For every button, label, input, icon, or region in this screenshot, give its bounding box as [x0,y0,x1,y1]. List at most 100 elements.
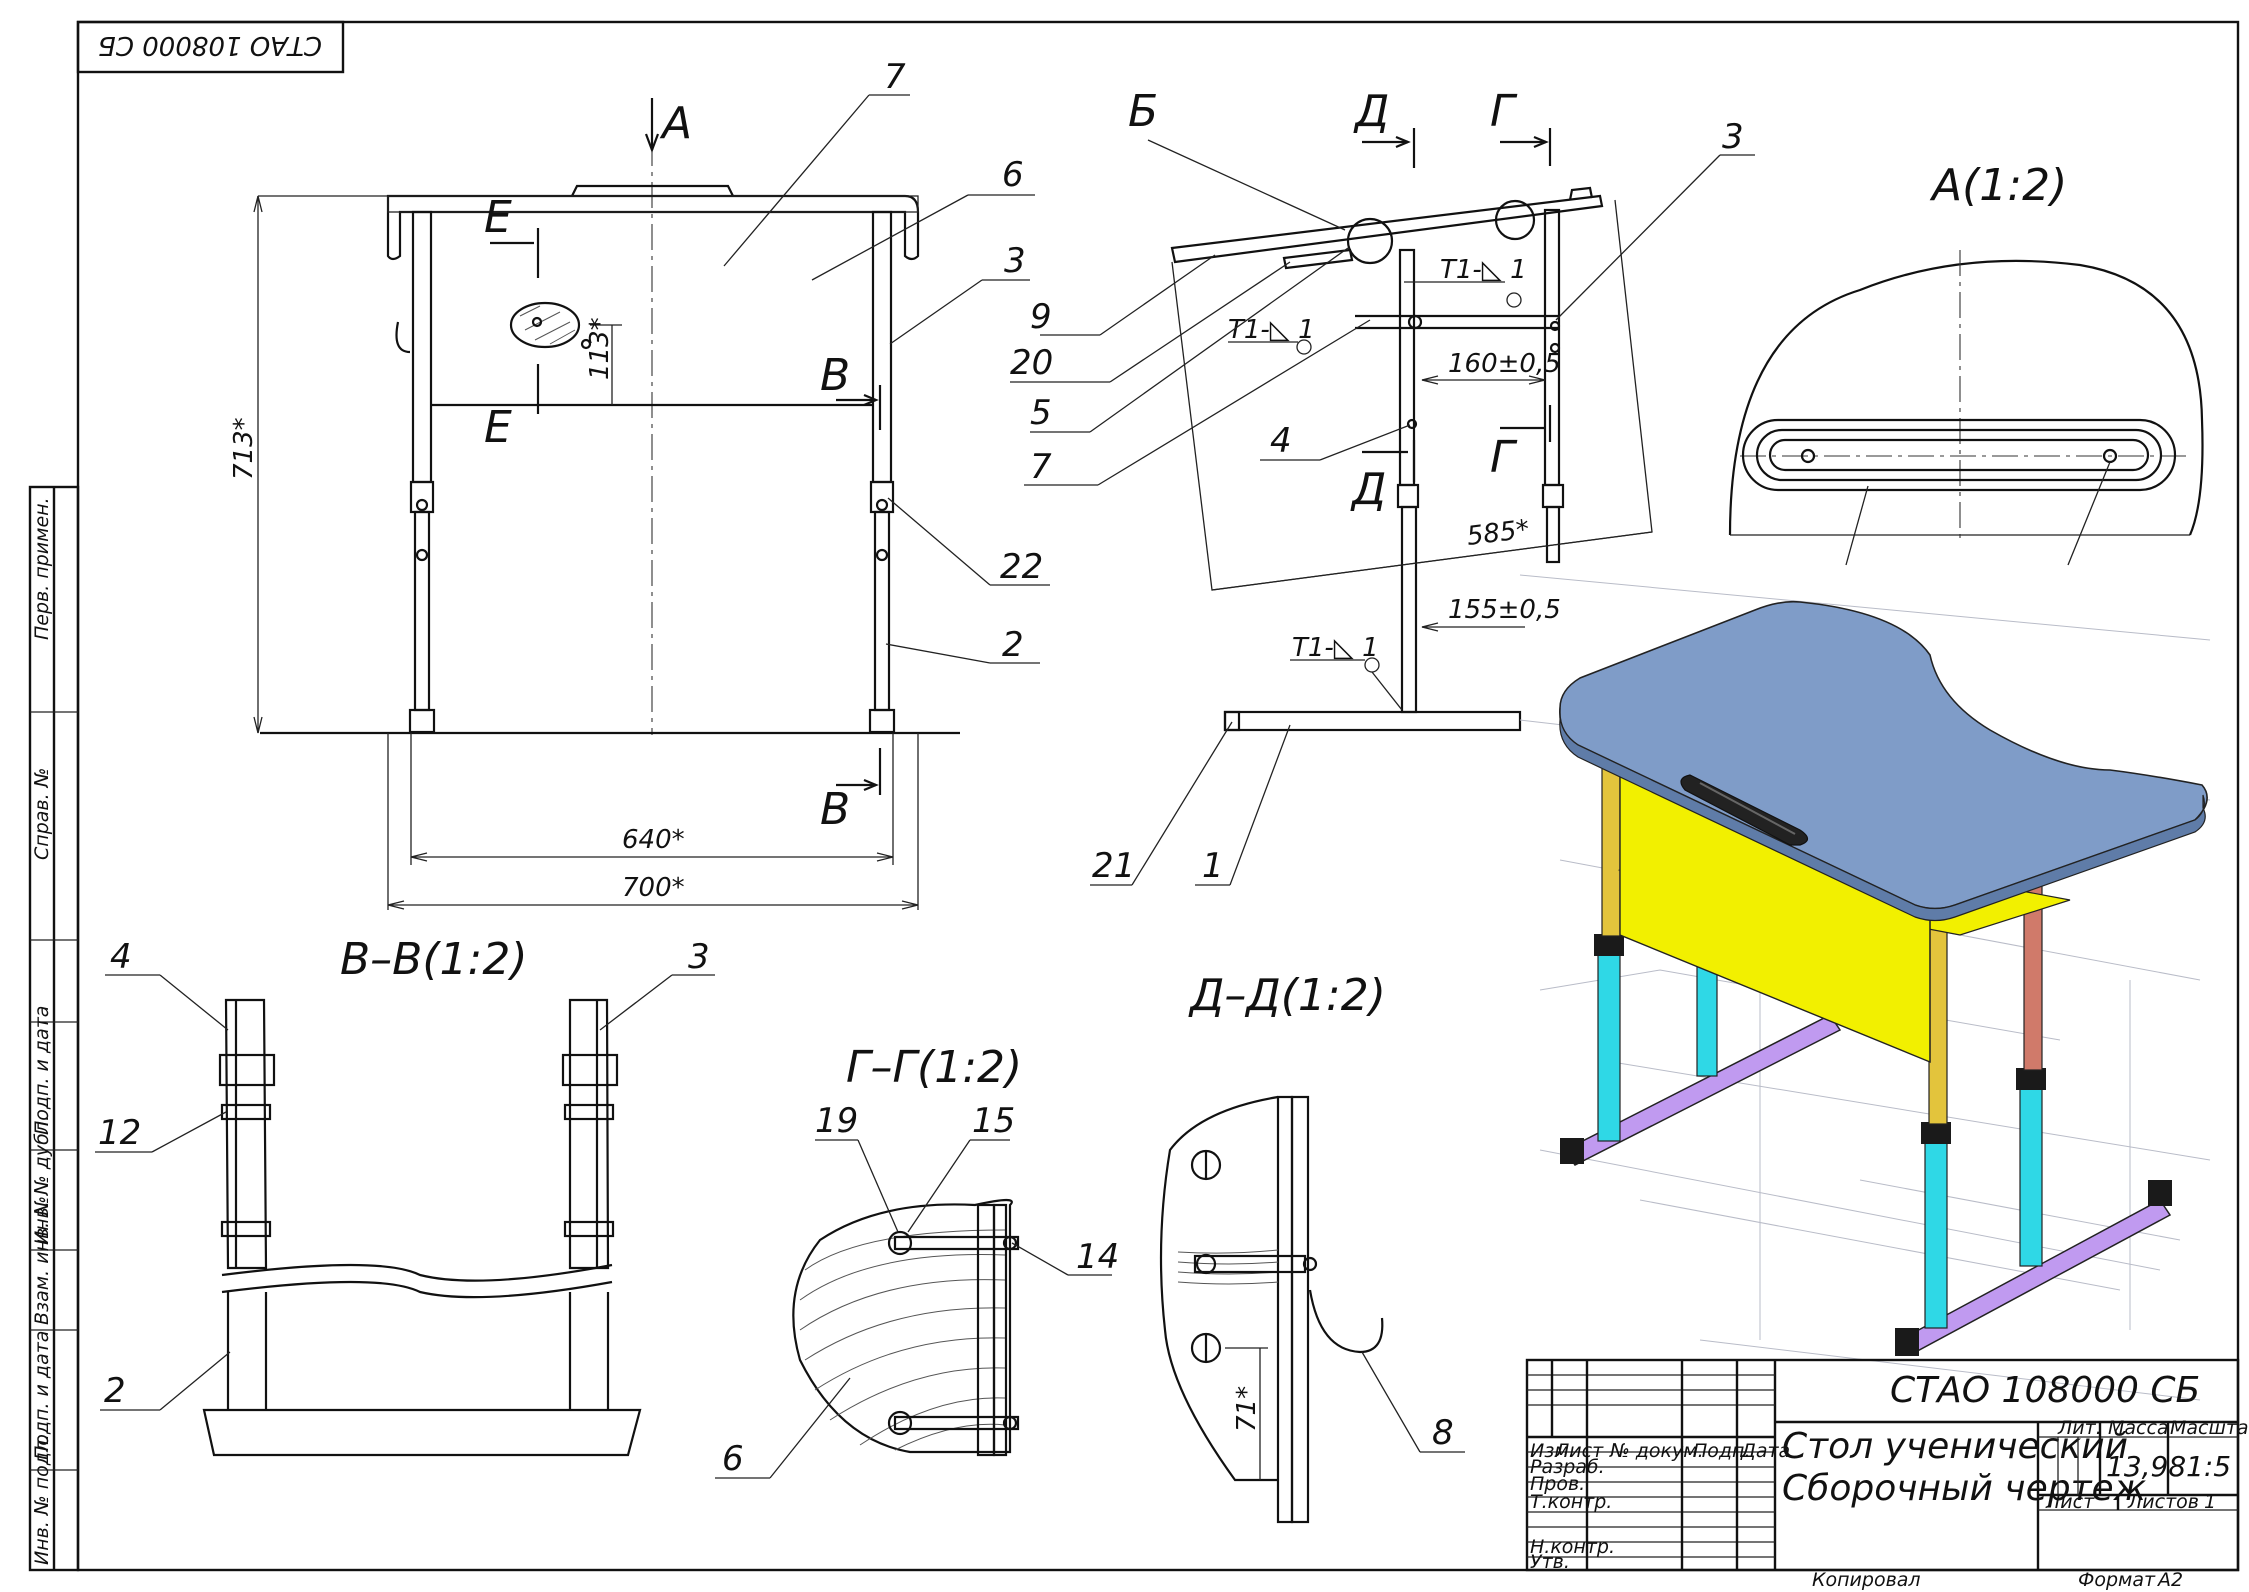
callout-side-5: 5 [1030,393,1052,433]
callout-vv-3: 3 [688,937,710,977]
tb-format-label: Формат [2078,1569,2156,1591]
tb-row-tkontr: Т.контр. [1530,1491,1612,1513]
callout-side-1: 1 [1202,846,1224,886]
margin-label-dubl: Инв. № дубл. [31,1115,53,1245]
lower-leg-back-left [1597,945,1621,1142]
margin-label-podp1: Подп. и дата [31,1006,53,1135]
tb-row-razrab: Разраб. [1530,1456,1605,1478]
tb-sheet-label: Лист [2045,1491,2095,1513]
detail-a-view: А(1:2) [1728,160,2204,566]
dim-height-713: 713* [229,417,259,480]
leg-coupler-2 [1921,1122,1951,1144]
cut-g-top: Г [1490,86,1518,137]
callout-side-21: 21 [1092,846,1135,886]
callout-dd-8: 8 [1432,1413,1454,1453]
callout-side-7: 7 [1030,447,1052,487]
cut-v-top: В [820,350,850,401]
tb-col-list: Лист [1554,1440,1604,1462]
dim-outer-700: 700* [622,873,685,903]
callout-gg-15: 15 [972,1101,1015,1141]
section-dd-view: Д–Д(1:2) 71* 8 [1159,970,1465,1524]
cut-d-top: Д [1353,86,1389,137]
callout-front-22: 22 [1000,547,1043,587]
section-gg-view: Г–Г(1:2) 19 15 14 6 [715,1042,1119,1479]
tb-name-line1: Стол ученический [1782,1426,2128,1467]
cut-v-bottom: В [820,784,850,835]
tb-designation: СТАО 108000 СБ [1890,1370,2200,1411]
cut-g-bottom: Г [1490,432,1518,483]
margin-label-vzam: Взам. инв. № [31,1196,53,1325]
tb-format-value: A2 [2156,1569,2183,1591]
callout-side-4: 4 [1270,421,1292,461]
lower-leg-front-left [1924,1131,1948,1329]
margin-label-podp2: Подп. и дата [31,1331,53,1460]
margin-label-podl: Инв. № подл. [31,1434,53,1565]
callout-front-6: 6 [1002,155,1024,195]
foot-cap-1 [1560,1138,1584,1164]
tb-mass-label: Масса [2108,1417,2169,1439]
tb-row-prov: Пров. [1530,1473,1585,1495]
tb-col-izm: Изм. [1530,1440,1575,1462]
tb-col-sign: Подп. [1693,1440,1751,1462]
section-vv-view: В–В(1:2) 4 3 12 2 [95,934,715,1457]
section-dd-title: Д–Д(1:2) [1188,970,1386,1021]
margin-label-perv: Перв. примен. [31,497,53,640]
tb-col-date: Дата [1740,1440,1790,1462]
callout-gg-14: 14 [1076,1237,1119,1277]
section-vv-title: В–В(1:2) [340,934,528,985]
callout-front-3: 3 [1004,241,1026,281]
tabletop-edge [1559,707,2206,922]
leg-coupler-1 [1594,934,1624,956]
upper-leg-front-left [1928,909,1948,1125]
section-gg-title: Г–Г(1:2) [846,1042,1022,1093]
tb-lit-label: Лит. [2057,1417,2102,1439]
weld-mark-1: Т1-◺ 1 [1440,255,1527,285]
callout-front-7: 7 [884,57,906,97]
dim-155: 155±0,5 [1448,595,1561,625]
dim-71: 71* [1232,1386,1262,1432]
cut-e-top: Е [484,192,512,243]
title-block: Изм. Лист № докум. Подп. Дата Разраб. Пр… [1525,1358,2249,1591]
callout-gg-19: 19 [815,1101,858,1141]
tb-mass-value: 13,98 [2106,1450,2186,1483]
tb-row-utv: Утв. [1530,1551,1570,1573]
lower-leg-front-right [2019,1083,2043,1267]
tb-name-line2: Сборочный чертеж [1782,1468,2147,1509]
callout-side-9: 9 [1030,297,1052,337]
tb-row-nkontr: Н.контр. [1530,1536,1615,1558]
callout-side-20: 20 [1010,343,1053,383]
tb-scale-value: 1:5 [2186,1450,2231,1483]
margin-column: Перв. примен. Справ. № Подп. и дата Инв.… [28,485,80,1572]
tb-col-doc: № докум. [1609,1440,1704,1462]
designation-mirrored: СТАО 108000 СБ [98,30,322,60]
detail-a-title: А(1:2) [1929,160,2067,211]
cut-d-bottom: Д [1350,464,1386,515]
margin-label-sprav: Справ. № [31,768,53,860]
tb-scale-label: Масштаб [2170,1417,2249,1439]
front-view: 713* 113* 640* 700* А Е Е В В [229,57,1050,910]
dim-slot-113: 113* [585,317,615,380]
dim-160: 160±0,5 [1448,349,1561,379]
callout-vv-2: 2 [104,1371,126,1411]
isometric-3d-view [1519,574,2211,1401]
leg-coupler-3 [2016,1068,2046,1090]
tb-sheets-value: 1 [2204,1491,2216,1513]
callout-front-2: 2 [1002,625,1024,665]
dim-585: 585* [1465,515,1531,552]
side-view: Б Д Д Г Г Т1-◺ 1 Т1-◺ 1 Т1-◺ 1 160±0,5 1… [1010,86,1755,886]
callout-vv-4: 4 [110,937,132,977]
callout-side-3: 3 [1722,117,1744,157]
designation-stamp [76,20,345,74]
callout-vv-12: 12 [98,1113,141,1153]
tb-sheets-label: Листов [2127,1491,2199,1513]
tb-copied: Копировал [1812,1569,1921,1591]
dim-inner-640: 640* [622,825,685,855]
callout-gg-6: 6 [722,1439,744,1479]
weld-mark-2: Т1-◺ 1 [1228,315,1315,345]
pen-slot [1680,774,1809,846]
view-arrow-a: А [659,98,692,149]
weld-mark-3: Т1-◺ 1 [1292,633,1379,663]
cut-e-bottom: Е [484,402,512,453]
foot-cap-3 [1895,1328,1919,1356]
